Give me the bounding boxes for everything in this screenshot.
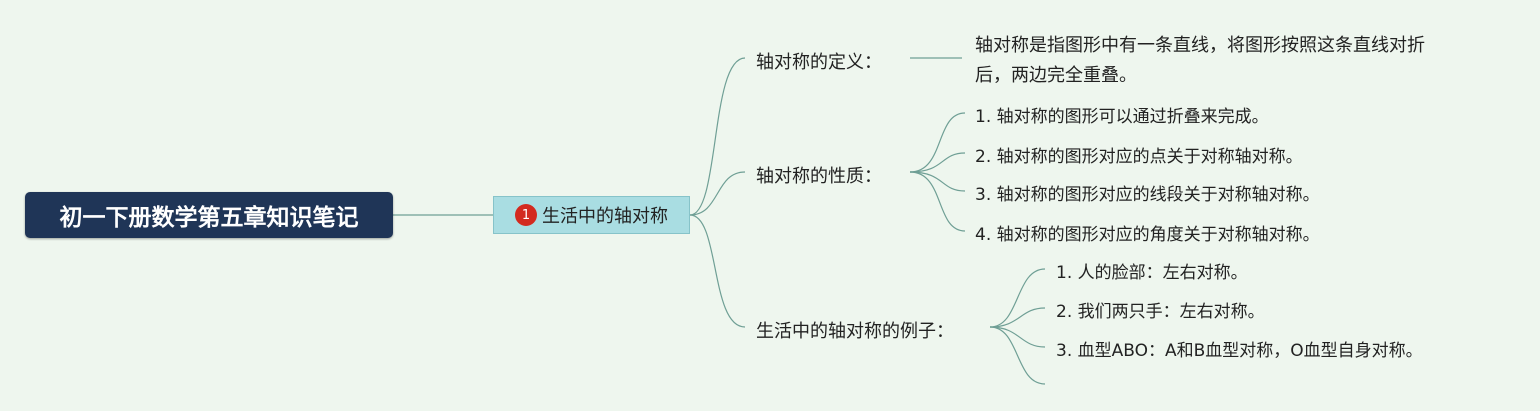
connector-main-properties — [689, 171, 746, 216]
connector-main-examples — [689, 214, 746, 328]
connector-ex-4 — [989, 326, 1046, 385]
category-label: 生活中的轴对称的例子： — [756, 321, 954, 342]
priority-badge: 1 — [515, 204, 537, 226]
root-topic-label: 初一下册数学第五章知识笔记 — [59, 205, 359, 231]
connector-prop-4 — [909, 171, 966, 232]
category-definition[interactable]: 轴对称的定义： — [756, 48, 882, 74]
property-item-4[interactable]: 4. 轴对称的图形对应的角度关于对称轴对称。 — [975, 220, 1320, 245]
root-topic[interactable]: 初一下册数学第五章知识笔记 — [25, 192, 393, 238]
connector-ex-3 — [989, 326, 1046, 348]
main-topic[interactable]: 1 生活中的轴对称 — [493, 196, 690, 234]
example-item-2[interactable]: 2. 我们两只手：左右对称。 — [1056, 297, 1265, 322]
connector-prop-3 — [909, 171, 966, 192]
list-item: 1. 轴对称的图形可以通过折叠来完成。 — [975, 107, 1269, 127]
example-item-1[interactable]: 1. 人的脸部：左右对称。 — [1056, 258, 1248, 283]
main-topic-label: 生活中的轴对称 — [542, 206, 668, 227]
category-label: 轴对称的性质： — [756, 166, 882, 187]
list-item: 4. 轴对称的图形对应的角度关于对称轴对称。 — [975, 225, 1320, 245]
connector-prop-2 — [909, 152, 966, 173]
list-item: 3. 血型ABO：A和B血型对称，O血型自身对称。 — [1056, 341, 1423, 361]
category-label: 轴对称的定义： — [756, 52, 882, 73]
category-examples[interactable]: 生活中的轴对称的例子： — [756, 317, 954, 343]
list-item: 1. 人的脸部：左右对称。 — [1056, 263, 1248, 283]
connector-ex-1 — [989, 268, 1046, 328]
list-item: 2. 轴对称的图形对应的点关于对称轴对称。 — [975, 147, 1303, 167]
definition-line: 轴对称是指图形中有一条直线，将图形按照这条直线对折 — [975, 35, 1425, 56]
definition-text[interactable]: 轴对称是指图形中有一条直线，将图形按照这条直线对折 后，两边完全重叠。 — [975, 31, 1495, 91]
property-item-3[interactable]: 3. 轴对称的图形对应的线段关于对称轴对称。 — [975, 180, 1320, 205]
connector-main-definition — [689, 57, 746, 216]
category-properties[interactable]: 轴对称的性质： — [756, 162, 882, 188]
definition-line: 后，两边完全重叠。 — [975, 65, 1137, 86]
connector-prop-1 — [909, 112, 966, 173]
connector-ex-2 — [989, 307, 1046, 328]
property-item-1[interactable]: 1. 轴对称的图形可以通过折叠来完成。 — [975, 102, 1269, 127]
example-item-3[interactable]: 3. 血型ABO：A和B血型对称，O血型自身对称。 — [1056, 336, 1423, 361]
list-item: 2. 我们两只手：左右对称。 — [1056, 302, 1265, 322]
property-item-2[interactable]: 2. 轴对称的图形对应的点关于对称轴对称。 — [975, 142, 1303, 167]
list-item: 3. 轴对称的图形对应的线段关于对称轴对称。 — [975, 185, 1320, 205]
